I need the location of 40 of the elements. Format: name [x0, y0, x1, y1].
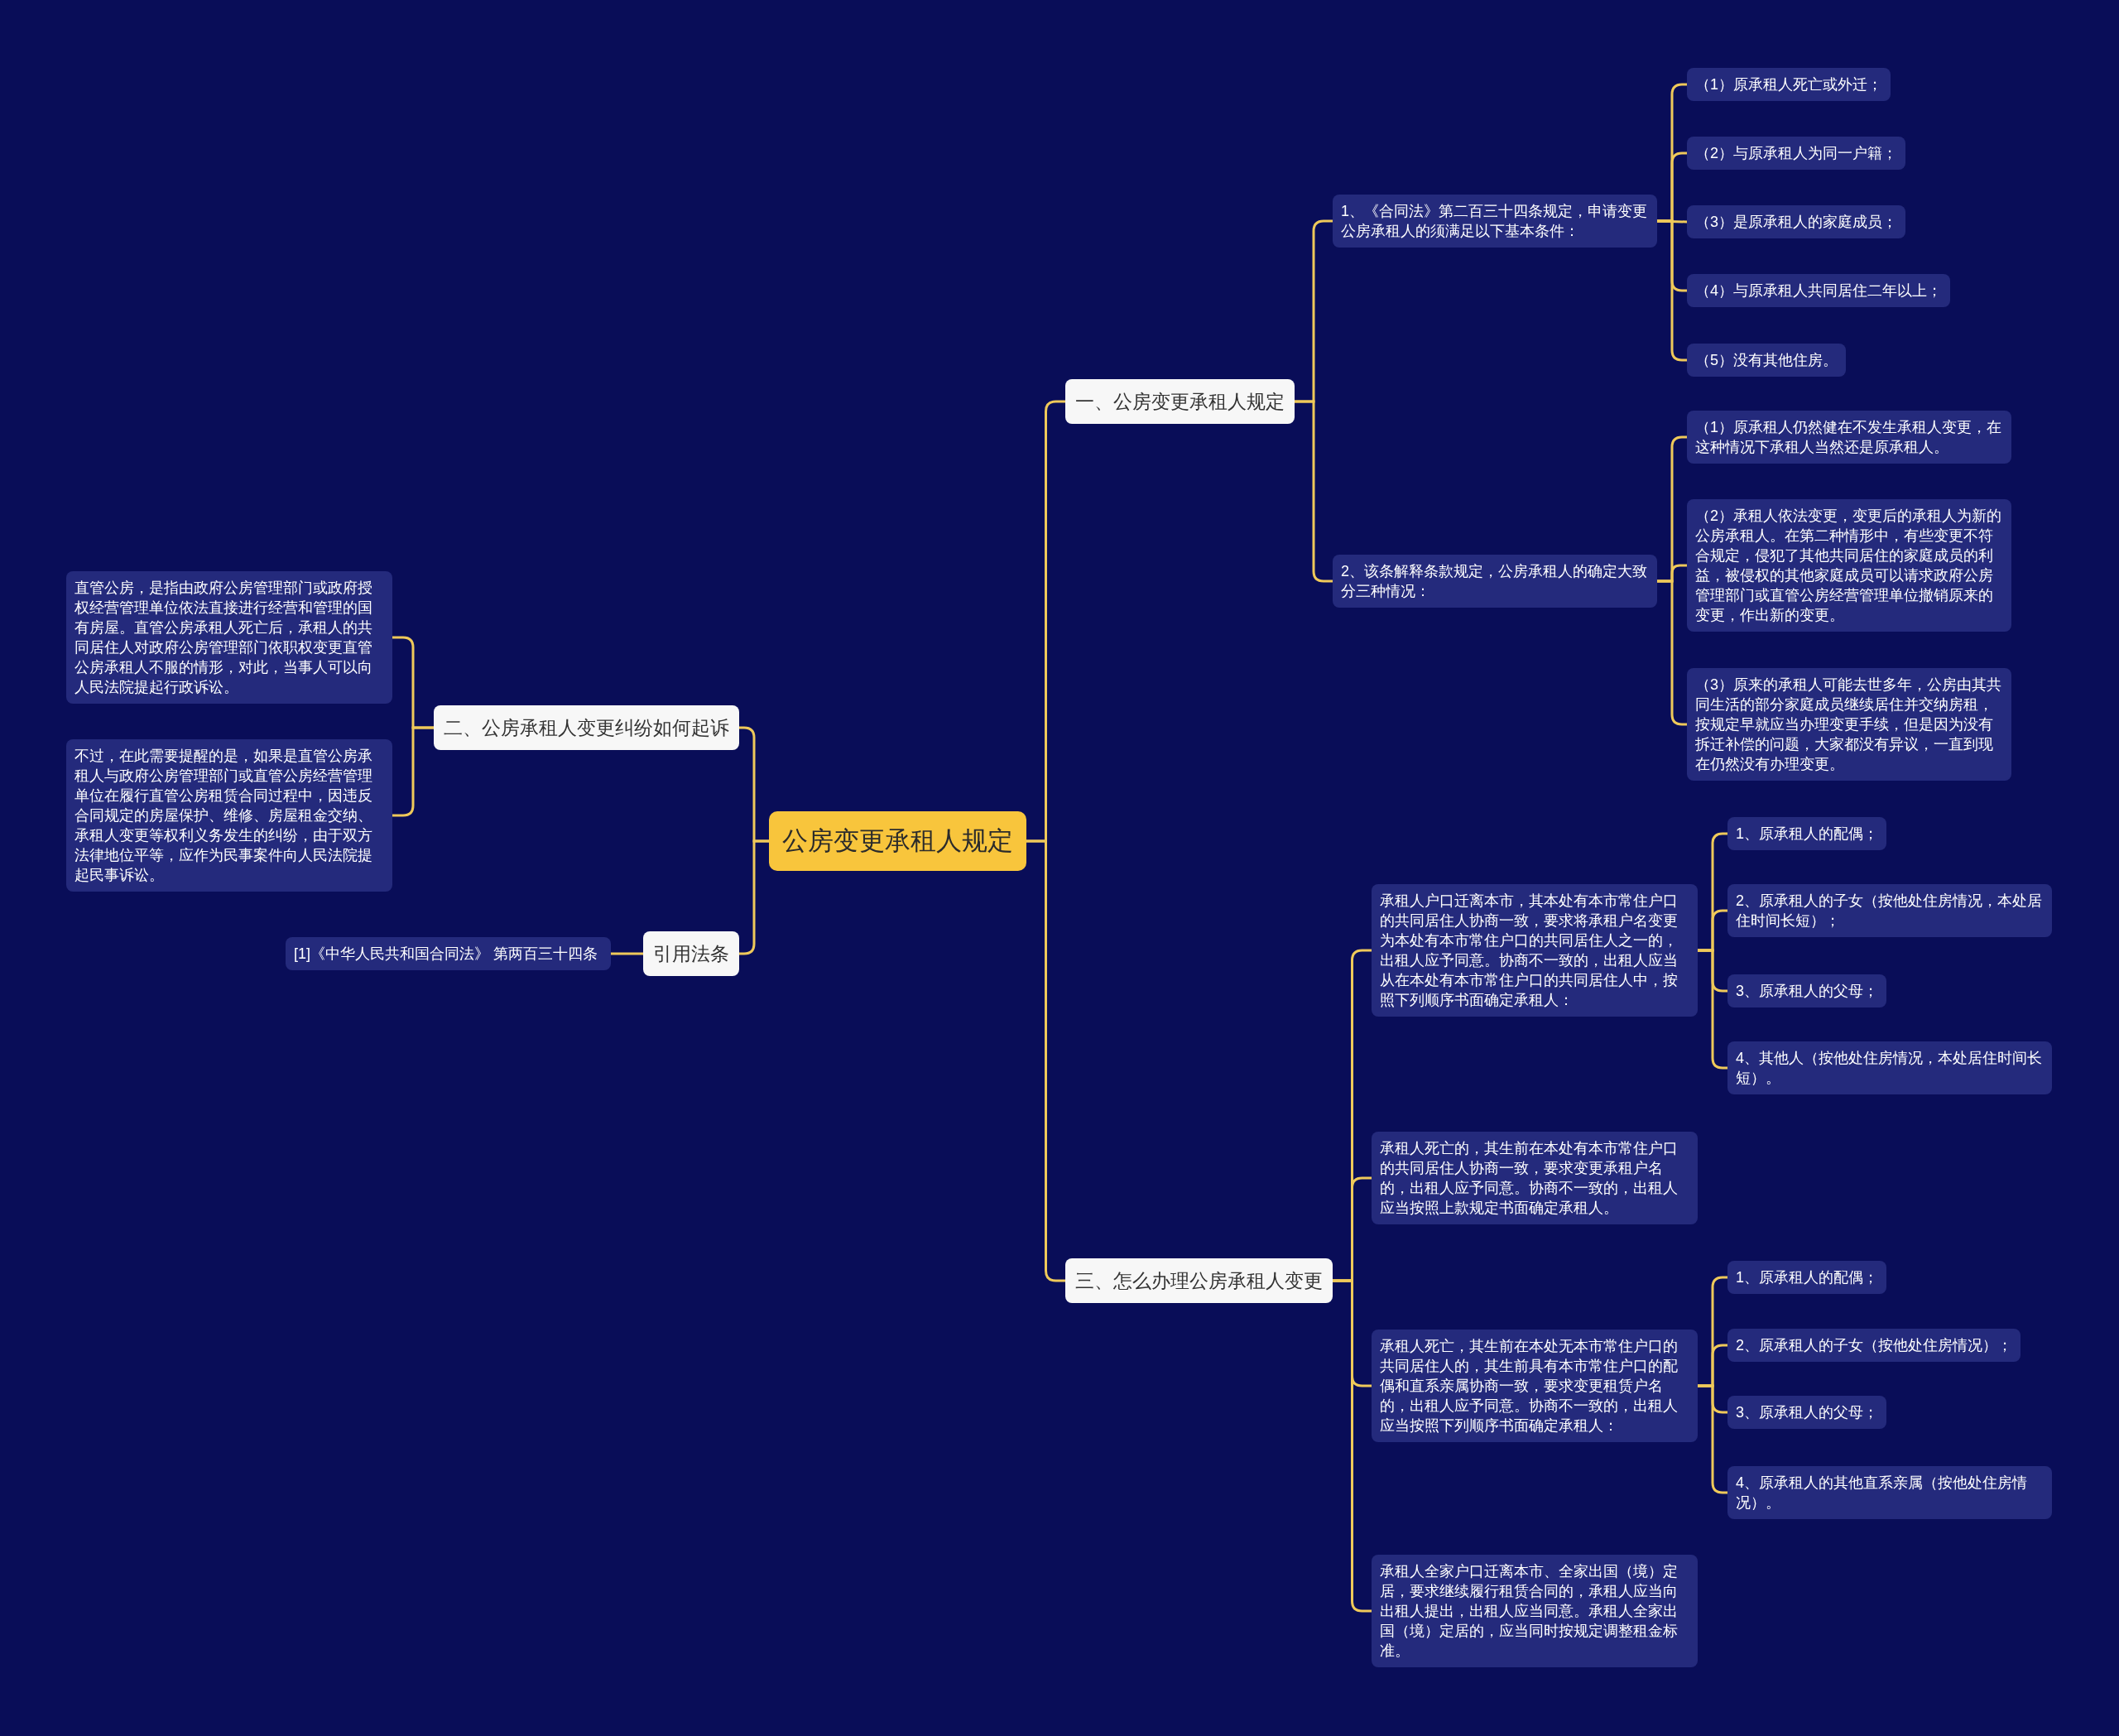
note-box: 承租人死亡的，其生前在本处有本市常住户口的共同居住人协商一致，要求变更承租户名的，出租人应予同意。协商不一致的，出租人应当按照上款规定书面确定承租人。: [1372, 1132, 1698, 1224]
connector-line: [1655, 219, 1689, 362]
note-box: 承租人死亡，其生前在本处无本市常住户口的共同居住人的，其生前具有本市常住户口的配偶和直系亲属协商一致，要求变更租赁户名的，出租人应予同意。协商不一致的，出租人应当按照下列顺序书面确定承租人：: [1372, 1330, 1698, 1442]
connector-line: [1696, 1384, 1729, 1494]
connector-line: [609, 952, 645, 955]
central-topic-box: 公房变更承租人规定: [769, 811, 1026, 871]
connector-line: [391, 726, 435, 817]
note-box: 不过，在此需要提醒的是，如果是直管公房承租人与政府公房管理部门或直管公房经营管理单位在履行直管公房租赁合同过程中，因违反合同规定的房屋保护、维修、房屋租金交纳、承租人变更等权利义务发生的纠纷，由于双方法律地位平等，应作为民事案件向人民法院提起民事诉讼。: [66, 739, 392, 892]
note-box: （2）承租人依法变更，变更后的承租人为新的公房承租人。在第二种情形中，有些变更不符合规定，侵犯了其他共同居住的家庭成员的利益，被侵权的其他家庭成员可以请求政府公房管理部门或直管公房经营管理单位撤销原来的变更，作出新的变更。: [1687, 499, 2011, 632]
branch-topic-box: 二、公房承租人变更纠纷如何起诉: [434, 705, 739, 750]
note-box: （3）是原承租人的家庭成员；: [1687, 205, 1905, 238]
note-box: （5）没有其他住房。: [1687, 344, 1846, 377]
connector-line: [1655, 579, 1689, 726]
note-box: 4、原承租人的其他直系亲属（按他处住房情况）。: [1727, 1466, 2052, 1519]
note-box: 承租人户口迁离本市，其本处有本市常住户口的共同居住人协商一致，要求将承租户名变更为本处有本市常住户口的共同居住人之一的，出租人应予同意。协商不一致的，出租人应当从在本处有本市常住户口的共同居住人中，按照下列顺序书面确定承租人：: [1372, 884, 1698, 1017]
note-box: （1）原承租人仍然健在不发生承租人变更，在这种情况下承租人当然还是原承租人。: [1687, 411, 2011, 464]
branch-topic-box: 三、怎么办理公房承租人变更: [1065, 1258, 1333, 1303]
note-box: 2、原承租人的子女（按他处住房情况）；: [1727, 1329, 2020, 1362]
connector-line: [1696, 949, 1729, 1070]
note-box: 4、其他人（按他处住房情况，本处居住时间长短）。: [1727, 1041, 2052, 1094]
note-box: 1、原承租人的配偶；: [1727, 1261, 1886, 1294]
connector-line: [1331, 1279, 1373, 1613]
note-box: 3、原承租人的父母；: [1727, 974, 1886, 1007]
branch-topic-box: 引用法条: [643, 931, 739, 976]
note-box: （3）原来的承租人可能去世多年，公房由其共同生活的部分家庭成员继续居住并交纳房租，按规定早就应当办理变更手续，但是因为没有拆迁补偿的问题，大家都没有异议，一直到现在仍然没有办理变更。: [1687, 668, 2011, 781]
note-box: 3、原承租人的父母；: [1727, 1396, 1886, 1429]
note-box: 1、原承租人的配偶；: [1727, 817, 1886, 850]
note-box: 1、《合同法》第二百三十四条规定，申请变更公房承租人的须满足以下基本条件：: [1333, 195, 1657, 248]
connector-line: [1025, 839, 1067, 1282]
note-box: [1]《中华人民共和国合同法》 第两百三十四条: [286, 937, 611, 970]
connector-line: [1293, 400, 1334, 583]
note-box: （1）原承租人死亡或外迁；: [1687, 68, 1891, 101]
note-box: 2、原承租人的子女（按他处住房情况，本处居住时间长短）；: [1727, 884, 2052, 937]
note-box: （4）与原承租人共同居住二年以上；: [1687, 274, 1950, 307]
branch-topic-box: 一、公房变更承租人规定: [1065, 379, 1295, 424]
note-box: 2、该条解释条款规定，公房承租人的确定大致分三种情况：: [1333, 555, 1657, 608]
note-box: 直管公房，是指由政府公房管理部门或政府授权经营管理单位依法直接进行经营和管理的国有房屋。直管公房承租人死亡后，承租人的共同居住人对政府公房管理部门依职权变更直管公房承租人不服的情形，对此，当事人可以向人民法院提起行政诉讼。: [66, 571, 392, 704]
connector-line: [738, 839, 771, 955]
note-box: （2）与原承租人为同一户籍；: [1687, 137, 1905, 170]
note-box: 承租人全家户口迁离本市、全家出国（境）定居，要求继续履行租赁合同的，承租人应当向出租人提出，出租人应当同意。承租人全家出国（境）定居的，应当同时按规定调整租金标准。: [1372, 1555, 1698, 1667]
